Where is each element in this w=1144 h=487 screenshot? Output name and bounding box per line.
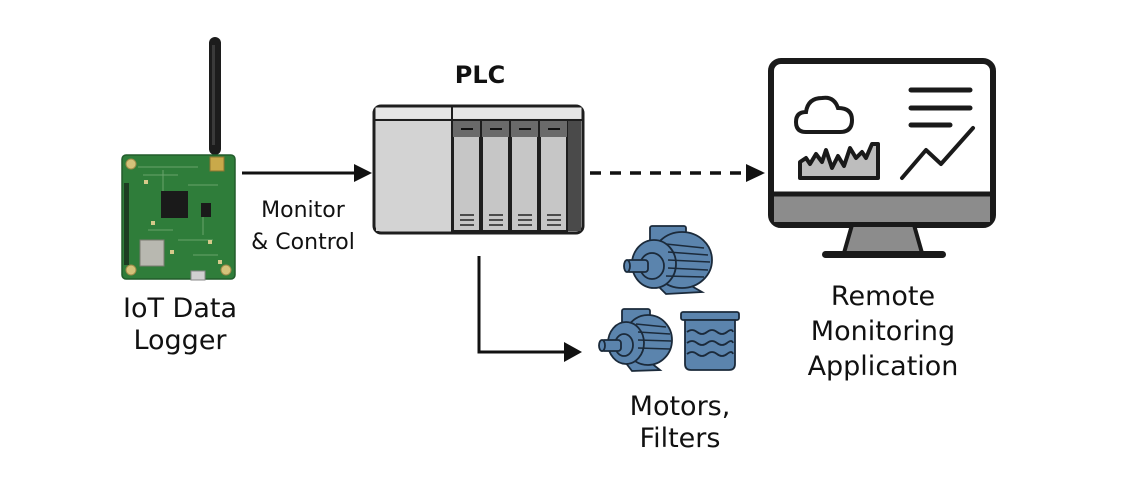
edge-label-monitor-control: Monitor & Control bbox=[243, 195, 363, 259]
app-label-line1: Remote bbox=[830, 281, 936, 312]
plc-icon bbox=[372, 104, 585, 235]
area-chart-icon bbox=[798, 142, 880, 180]
equipment-label-line1: Motors, bbox=[629, 391, 731, 422]
arrowhead-icon bbox=[354, 164, 372, 182]
cloud-icon bbox=[793, 95, 855, 134]
arrow-logger-to-plc bbox=[242, 164, 372, 182]
app-label: Remote Monitoring Application bbox=[778, 279, 988, 384]
arrowhead-icon bbox=[564, 342, 582, 362]
filter-tank-icon bbox=[680, 311, 740, 371]
plc-modules bbox=[452, 120, 568, 232]
app-label-line3: Application bbox=[807, 351, 959, 383]
plc-module bbox=[539, 120, 568, 232]
motor-icon bbox=[623, 225, 713, 295]
chip-icon bbox=[161, 191, 188, 218]
motor-icon bbox=[598, 308, 673, 372]
arrow-plc-to-equipment bbox=[477, 256, 582, 362]
plc-module bbox=[510, 120, 539, 232]
iot-logger-icon bbox=[121, 37, 236, 281]
plc-module bbox=[481, 120, 510, 232]
equipment-label: Motors, Filters bbox=[595, 391, 765, 455]
equipment-label-line2: Filters bbox=[639, 422, 721, 454]
edge-label-line2: & Control bbox=[251, 229, 355, 255]
iot-logger-label: IoT Data Logger bbox=[95, 293, 265, 357]
trend-line-icon bbox=[900, 126, 975, 180]
iot-logger-label-line1: IoT Data bbox=[122, 293, 238, 324]
plc-module bbox=[452, 120, 481, 232]
iot-logger-label-line2: Logger bbox=[133, 324, 227, 356]
arrow-plc-to-app bbox=[590, 164, 765, 182]
text-lines-icon bbox=[908, 87, 973, 128]
app-label-line2: Monitoring bbox=[810, 316, 956, 348]
arrowhead-icon bbox=[746, 164, 765, 182]
plc-label: PLC bbox=[454, 61, 506, 89]
monitor-icon bbox=[768, 58, 996, 258]
edge-label-line1: Monitor bbox=[261, 198, 345, 223]
